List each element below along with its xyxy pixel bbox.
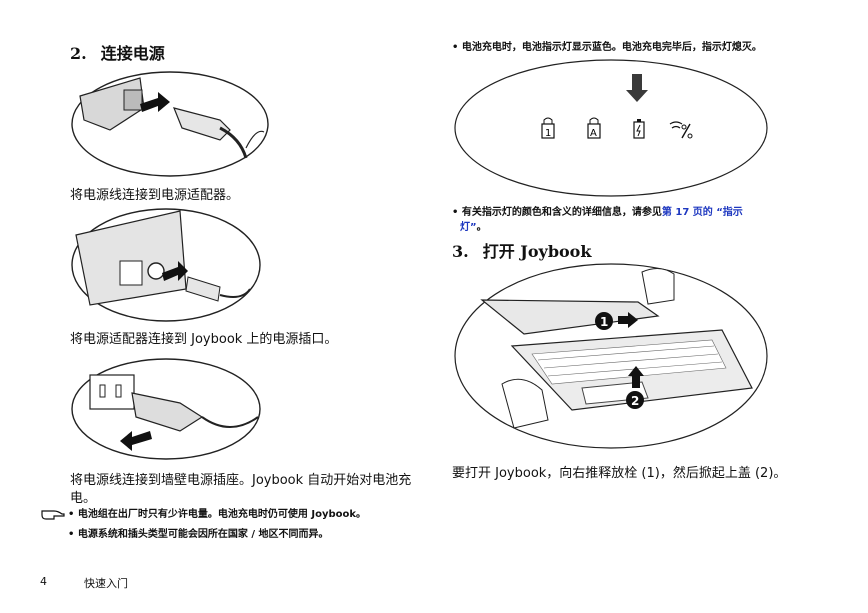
- battery-indicator-icon: [633, 119, 645, 139]
- page-17-link-cont[interactable]: 灯”: [460, 222, 477, 233]
- num-lock-indicator-icon: 1: [541, 117, 555, 139]
- num-lock-label: 1: [545, 128, 551, 139]
- bullet-indicator-reference: • 有关指示灯的颜色和含义的详细信息，请参见第 17 页的 “指示 灯”。: [452, 205, 792, 235]
- bullet-battery-indicator: • 电池充电时，电池指示灯显示蓝色。电池充电完毕后，指示灯熄灭。: [452, 42, 762, 53]
- illustration-wall-socket: [71, 358, 261, 460]
- caption-adapter-to-joybook: 将电源适配器连接到 Joybook 上的电源插口。: [70, 332, 338, 347]
- caption-wall-socket-line1: 将电源线连接到墙壁电源插座。Joybook 自动开始对电池充: [70, 473, 412, 488]
- illustration-adapter-to-joybook: [71, 208, 261, 322]
- step-2-badge: 2: [631, 394, 639, 408]
- section-title: 打开 Joybook: [482, 242, 592, 261]
- caption-wall-socket-line2: 电。: [70, 491, 97, 506]
- illustration-indicator-lights: 1 A: [454, 59, 768, 197]
- section-3-heading: 3. 打开 Joybook: [452, 238, 591, 262]
- illustration-cord-to-adapter: [71, 71, 269, 177]
- wireless-indicator-icon: [669, 121, 693, 139]
- section-number: 2.: [70, 44, 87, 63]
- footer-section-name: 快速入门: [84, 577, 128, 590]
- note-pointing-hand-icon: [41, 510, 65, 520]
- note-plug-types: • 电源系统和插头类型可能会因所在国家 / 地区不同而异。: [68, 529, 329, 540]
- caption-cord-to-adapter: 将电源线连接到电源适配器。: [70, 188, 240, 203]
- section-title: 连接电源: [100, 44, 165, 63]
- caps-lock-indicator-icon: A: [587, 117, 601, 139]
- section-2-heading: 2. 连接电源: [70, 40, 165, 64]
- page-number: 4: [40, 575, 47, 588]
- page-17-link[interactable]: 第 17 页的 “指示: [661, 207, 743, 218]
- illustration-open-joybook: 1 2: [454, 263, 768, 449]
- section-number: 3.: [452, 242, 469, 261]
- caption-open-joybook: 要打开 Joybook，向右推释放栓 (1)，然后掀起上盖 (2)。: [452, 466, 787, 481]
- step-1-badge: 1: [600, 315, 608, 329]
- bullet-reference-end: 。: [476, 222, 487, 233]
- note-battery-charge: • 电池组在出厂时只有少许电量。电池充电时仍可使用 Joybook。: [68, 509, 367, 520]
- caps-lock-label: A: [590, 128, 597, 139]
- bullet-reference-text: • 有关指示灯的颜色和含义的详细信息，请参见: [452, 207, 662, 218]
